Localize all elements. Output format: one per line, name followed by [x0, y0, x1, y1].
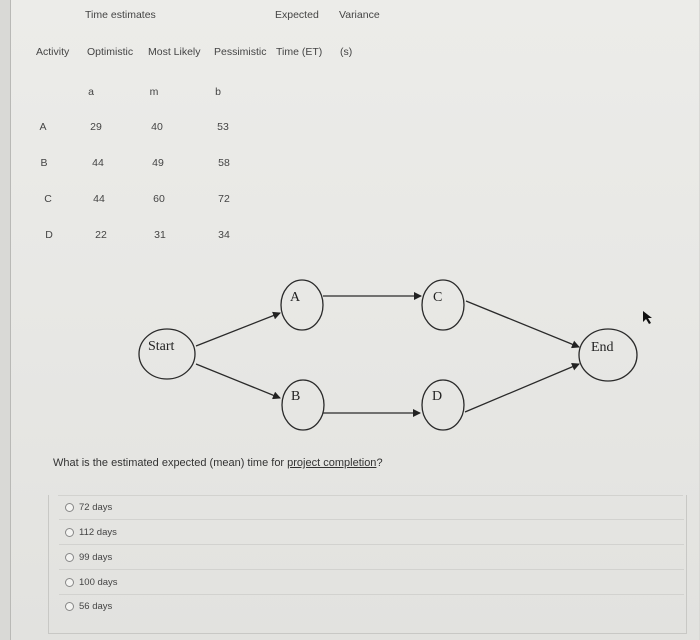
time-estimates-header: Time estimates: [85, 9, 156, 21]
activity-cell: D: [45, 229, 53, 241]
optimistic-cell: 29: [90, 121, 102, 133]
answer-label: 72 days: [79, 501, 113, 513]
mouse-cursor-icon: [643, 311, 652, 324]
most-likely-cell: 49: [152, 157, 164, 169]
col-activity: Activity: [36, 46, 70, 58]
node-end: [578, 328, 638, 382]
symbol-b: b: [215, 86, 221, 98]
network-diagram: Start A C B D End: [138, 279, 652, 431]
pessimistic-cell: 58: [218, 157, 230, 169]
most-likely-cell: 31: [154, 229, 166, 241]
answer-options: 72 days 112 days 99 days 100 days 56 day…: [48, 495, 687, 634]
col-pessimistic: Pessimistic: [214, 46, 267, 58]
edge-c-end: [465, 300, 580, 349]
answer-label: 99 days: [79, 551, 113, 563]
radio-icon[interactable]: [65, 552, 74, 562]
node-a-label: A: [290, 290, 301, 305]
answer-option-112[interactable]: 112 days: [59, 520, 684, 545]
edge-start-b: [195, 363, 281, 400]
answer-label: 56 days: [79, 600, 113, 612]
pessimistic-cell: 72: [218, 193, 230, 205]
node-start: [138, 328, 196, 380]
most-likely-cell: 60: [153, 193, 165, 205]
symbol-a: a: [88, 86, 94, 98]
radio-icon[interactable]: [65, 601, 74, 611]
expected-header: Expected: [275, 9, 319, 21]
optimistic-cell: 44: [92, 157, 104, 169]
col-variance: (s): [340, 46, 353, 58]
radio-icon[interactable]: [65, 577, 74, 587]
quiz-page: Time estimates Expected Variance Activit…: [10, 0, 699, 640]
answer-label: 100 days: [79, 576, 118, 588]
pessimistic-cell: 34: [218, 229, 230, 241]
answer-option-100[interactable]: 100 days: [59, 570, 684, 595]
node-c: [421, 279, 465, 331]
node-a: [280, 279, 324, 331]
radio-icon[interactable]: [65, 502, 74, 512]
col-most-likely: Most Likely: [148, 46, 201, 58]
question-text: What is the estimated expected (mean) ti…: [53, 457, 383, 469]
symbol-m: m: [149, 86, 159, 98]
activity-cell: C: [44, 193, 52, 205]
radio-icon[interactable]: [65, 527, 74, 537]
optimistic-cell: 22: [95, 229, 107, 241]
node-end-label: End: [591, 340, 614, 355]
answer-label: 112 days: [79, 526, 117, 538]
node-d-label: D: [432, 389, 442, 404]
answer-option-99[interactable]: 99 days: [59, 545, 684, 570]
node-start-label: Start: [148, 339, 175, 354]
most-likely-cell: 40: [151, 121, 163, 133]
col-expected-time: Time (ET): [276, 46, 323, 58]
activity-cell: A: [39, 121, 47, 133]
variance-header: Variance: [339, 9, 380, 21]
node-b-label: B: [291, 389, 300, 404]
optimistic-cell: 44: [93, 193, 105, 205]
node-d: [421, 379, 465, 431]
answer-option-72[interactable]: 72 days: [59, 495, 684, 520]
node-b: [281, 379, 325, 431]
project-completion-link[interactable]: project completion: [287, 457, 377, 469]
node-c-label: C: [433, 290, 442, 305]
answers-divider: [58, 495, 683, 496]
pessimistic-cell: 53: [217, 121, 229, 133]
col-optimistic: Optimistic: [87, 46, 134, 58]
answer-option-56[interactable]: 56 days: [59, 594, 684, 618]
activity-cell: B: [40, 157, 48, 169]
edge-d-end: [464, 363, 580, 413]
edge-start-a: [195, 311, 281, 347]
